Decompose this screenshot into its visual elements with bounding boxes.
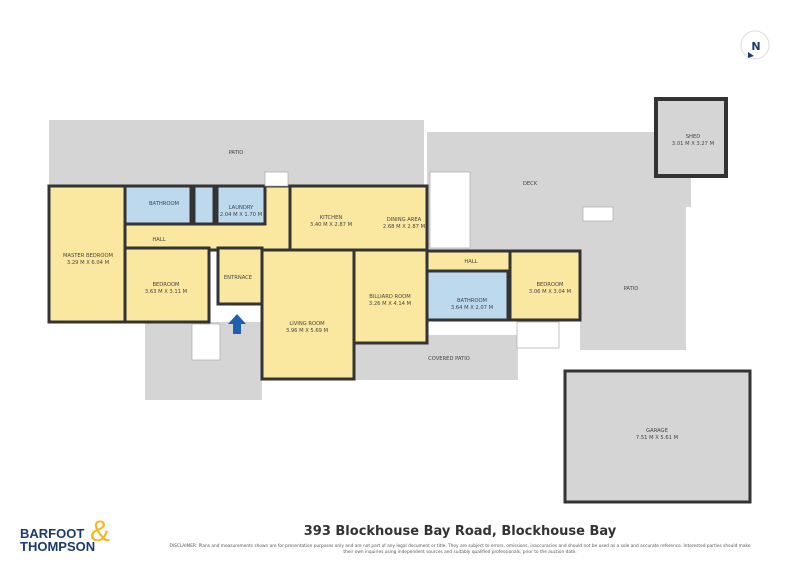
label-kitchen: KITCHEN	[320, 215, 343, 221]
label-bedroom-1: BEDROOM	[152, 282, 179, 288]
logo-line-2: THOMPSON	[20, 539, 96, 554]
entrance	[216, 246, 264, 306]
size-billiard: 3.26 M X 4.14 M	[369, 301, 411, 307]
bathroom-1	[123, 184, 193, 226]
property-address: 393 Blockhouse Bay Road, Blockhouse Bay	[303, 524, 617, 539]
laundry	[215, 184, 267, 226]
deck	[427, 132, 691, 250]
living-room	[260, 248, 356, 381]
outdoor-areas	[49, 97, 752, 504]
label-shed: SHED	[686, 134, 700, 140]
size-laundry: 2.04 M X 1.70 M	[220, 212, 262, 218]
label-bathroom-1: BATHROOM	[149, 201, 179, 207]
label-master-bedroom: MASTER BEDROOM	[63, 253, 113, 259]
stairs	[191, 171, 614, 361]
label-bedroom-2: BEDROOM	[536, 282, 563, 288]
label-bathroom-2: BATHROOM	[457, 298, 487, 304]
bedroom-1	[123, 246, 211, 324]
bathroom-2	[425, 269, 510, 322]
bedroom-2	[508, 249, 582, 322]
label-hall-2: HALL	[464, 259, 477, 265]
label-billiard: BILLIARD ROOM	[369, 294, 410, 300]
stairs-right	[516, 321, 560, 349]
brand-logo: BARFOOT THOMPSON &	[20, 517, 110, 554]
label-garage: GARAGE	[646, 428, 668, 434]
compass-label: N	[751, 40, 760, 53]
stairs-deck	[429, 171, 471, 249]
patio-front	[145, 322, 262, 400]
size-master-bedroom: 3.29 M X 6.04 M	[67, 260, 109, 266]
logo-line-1: BARFOOT	[20, 526, 85, 541]
entry-arrow-icon	[228, 314, 246, 334]
label-dining: DINING AREA	[387, 217, 422, 223]
stairs-front	[191, 323, 221, 361]
size-living: 3.96 M X 5.69 M	[286, 328, 328, 334]
size-shed: 3.01 M X 3.27 M	[672, 141, 714, 147]
billiard-room	[352, 248, 429, 345]
size-bedroom-2: 3.06 M X 3.04 M	[529, 289, 571, 295]
master-bedroom	[47, 184, 127, 324]
stairs-deck-2	[582, 206, 614, 222]
label-patio-top: PATIO	[229, 150, 244, 156]
size-kitchen: 3.40 M X 2.87 M	[310, 222, 352, 228]
label-covered-patio: COVERED PATIO	[428, 356, 470, 362]
north-compass-icon: N	[740, 30, 770, 60]
rooms	[47, 184, 582, 381]
label-patio-right: PATIO	[624, 286, 639, 292]
label-entrance: ENTRNACE	[224, 275, 252, 281]
size-bathroom-2: 3.64 M X 2.07 M	[451, 305, 493, 311]
garage	[563, 369, 752, 504]
stairs-back	[264, 171, 289, 187]
size-bedroom-1: 3.63 M X 3.11 M	[145, 289, 187, 295]
label-living: LIVING ROOM	[289, 321, 324, 327]
disclaimer: DISCLAIMER: Plans and measurements shown…	[169, 544, 751, 555]
size-dining: 2.68 M X 2.87 M	[383, 224, 425, 230]
size-garage: 7.51 M X 5.61 M	[636, 435, 678, 441]
logo-ampersand: &	[90, 515, 111, 548]
label-hall-1: HALL	[152, 237, 165, 243]
patio-top	[49, 120, 424, 186]
label-deck: DECK	[523, 181, 538, 187]
patio-right	[580, 207, 686, 350]
toilet	[192, 184, 216, 226]
label-laundry: LAUNDRY	[229, 205, 255, 211]
shed	[654, 97, 728, 178]
